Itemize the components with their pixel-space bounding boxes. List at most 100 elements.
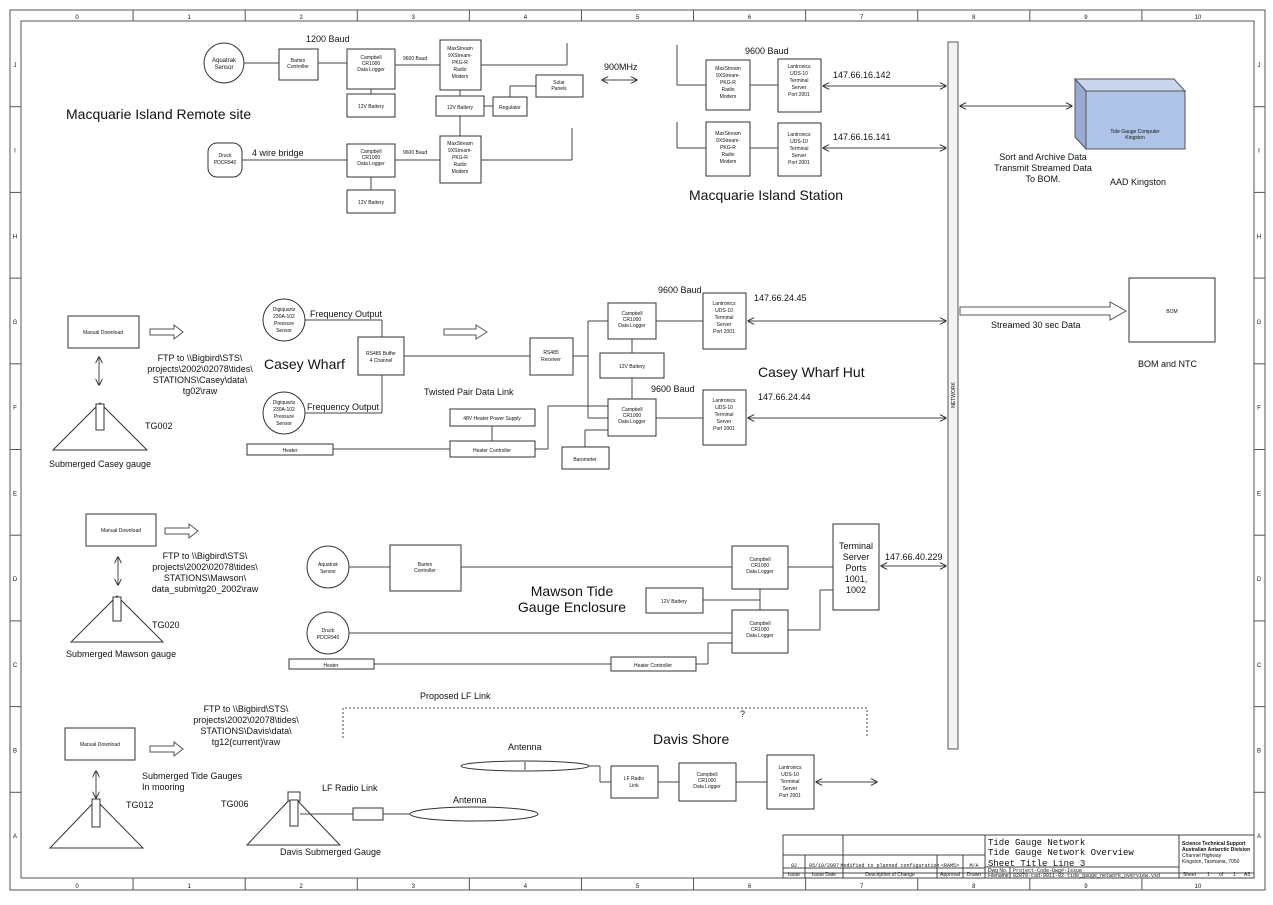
casey-frequency-a: Frequency Output [310, 309, 383, 319]
macquarie-900mhz: 900MHz [604, 62, 638, 72]
kingston-label: AAD Kingston [1110, 177, 1166, 187]
casey-gauge-tube [95, 403, 105, 431]
dwg-no-value: Project-Code-Dwg#-Issue [1013, 868, 1082, 874]
grid-row-label-left: F [13, 406, 17, 412]
casey-ip-a: 147.66.24.45 [754, 293, 807, 303]
casey-battery [599, 352, 665, 379]
casey-gauge-id: TG002 [145, 421, 173, 431]
grid-row-label-left: A [13, 834, 17, 840]
casey-heater-power-label: 48V Heater Power Supply [463, 416, 521, 422]
macquarie-remote-wires [242, 43, 573, 190]
macquarie-regulator-label: Regulator [499, 105, 521, 111]
casey-ip-b: 147.66.24.44 [758, 392, 811, 402]
grid-row-label-left: C [13, 663, 18, 669]
davis-tg006: TG006 [221, 799, 249, 809]
casey-baud-b: 9600 Baud [651, 384, 695, 394]
mawson-bartex-controller [389, 544, 462, 592]
grid-row-label-right: B [1257, 748, 1261, 754]
tide-gauge-computer-kingston [1085, 90, 1186, 150]
rev-drawn: M/A [969, 863, 978, 869]
mawson-gauge-caption: Submerged Mawson gauge [66, 649, 176, 659]
mawson-gauge-id: TG020 [152, 620, 180, 630]
title-line-3: Sheet Title Line 3 [988, 859, 1085, 869]
org-line-3: Channel Highway [1182, 853, 1222, 859]
grid-column-label-top: 7 [860, 15, 864, 21]
mawson-terminal-server [832, 523, 880, 611]
sheet-size: A3 [1244, 872, 1250, 878]
org-line-4: Kingston, Tasmania, 7050 [1182, 859, 1240, 865]
mawson-ftp-path: FTP to \\Bigbird\STS\projects\2002\02078… [152, 551, 259, 594]
network-label: NETWORK [951, 382, 957, 408]
col-issue-date: Issue Date [812, 872, 836, 878]
org-line-2: Australian Antarctic Division [1182, 847, 1250, 853]
sheet-total: 1 [1233, 872, 1236, 878]
casey-ftp-arrow [149, 323, 184, 341]
sheet-number: 1 [1207, 872, 1210, 878]
macquarie-9600-baud-a: 9600 Baud [403, 56, 427, 62]
grid-column-label-top: 2 [300, 15, 304, 21]
davis-shore-title: Davis Shore [653, 731, 729, 747]
grid-column-label-bottom: 0 [75, 884, 79, 890]
kingston-box-side [1074, 77, 1087, 151]
macquarie-station-title: Macquarie Island Station [689, 187, 843, 203]
col-approval: Approval [940, 872, 960, 878]
macquarie-4-wire-bridge: 4 wire bridge [252, 148, 304, 158]
davis-lantronics [766, 754, 815, 810]
col-description: Description of Change [865, 872, 915, 878]
grid-row-label-right: J [1258, 63, 1261, 69]
davis-question-mark: ? [740, 709, 745, 719]
title-line-1: Tide Gauge Network [988, 838, 1085, 848]
title-block [782, 834, 1255, 879]
rev-description: Modified to planned configuration [840, 863, 939, 869]
mawson-battery [645, 587, 704, 614]
mawson-ftp-arrow [164, 522, 199, 540]
org-line-1: Science Technical Support [1182, 841, 1246, 847]
casey-twisted-pair: Twisted Pair Data Link [424, 387, 514, 397]
macquarie-battery-a-label: 12V Battery [358, 104, 385, 110]
grid-row-label-right: D [1257, 577, 1262, 583]
mawson-wires [349, 566, 946, 665]
network-backbone [947, 41, 959, 750]
grid-row-label-left: D [13, 577, 18, 583]
casey-wires [305, 320, 946, 450]
macquarie-bartex-controller [278, 48, 319, 81]
mawson-manual-download [85, 513, 157, 547]
grid-column-label-top: 0 [75, 15, 79, 21]
grid-column-label-bottom: 1 [187, 884, 191, 890]
grid-row-label-left: I [14, 149, 16, 155]
casey-data-flow-arrow [443, 324, 488, 340]
davis-lf-radio-link-box [610, 765, 659, 799]
title-line-2: Tide Gauge Network Overview [988, 848, 1134, 858]
macquarie-1200-baud: 1200 Baud [306, 34, 350, 44]
grid-column-label-bottom: 8 [972, 884, 976, 890]
davis-wires [300, 765, 877, 815]
casey-battery-label: 12V Battery [619, 364, 646, 370]
filename-label: Filename [988, 873, 1009, 879]
davis-antenna-a-label: Antenna [508, 742, 542, 752]
sheet-of: of [1219, 872, 1224, 878]
grid-row-label-left: E [13, 491, 17, 497]
